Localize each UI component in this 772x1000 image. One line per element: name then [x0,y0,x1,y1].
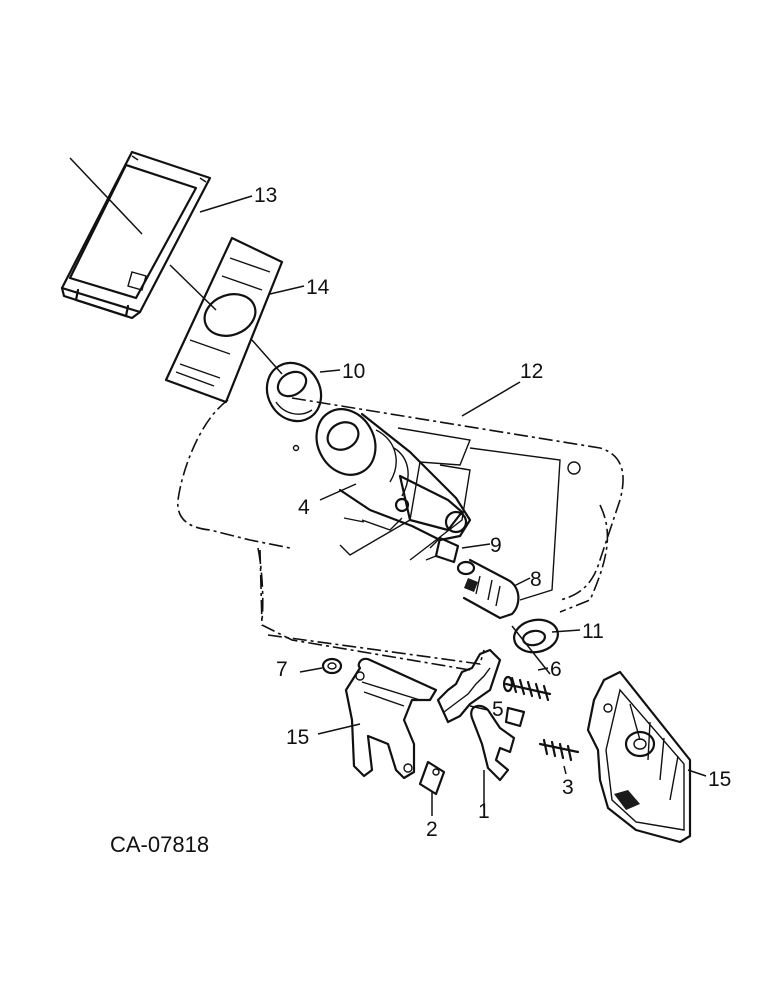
part-13-frame [60,150,212,320]
callout-05: 5 [492,698,504,721]
callout-01: 1 [478,800,490,823]
callout-11: 11 [582,620,604,643]
part-15-left-bracket [344,657,438,780]
callout-12: 12 [520,360,543,383]
part-11-washer [513,618,559,654]
part-04-valve-body [315,408,472,542]
callout-13: 13 [254,184,277,207]
callout-02: 2 [426,818,438,841]
part-10-seal [265,361,323,423]
part-07-nut [321,657,343,675]
part-05-rack [436,648,502,724]
part-08-spool [456,558,520,620]
callout-10: 10 [342,360,365,383]
callout-07: 7 [276,658,288,681]
part-02-pin [418,760,446,796]
callout-15-left: 15 [286,726,309,749]
callout-06: 6 [550,658,562,681]
callout-14: 14 [306,276,330,299]
part-09-plunger [425,536,460,564]
part-06-spring [502,675,552,702]
drawing-code: CA-07818 [110,832,209,857]
callout-03: 3 [562,776,574,799]
callout-labels: 13 14 10 12 4 9 8 11 6 7 5 15 3 15 1 2 [254,184,731,841]
leader-lines [69,157,707,816]
part-03-spring [538,738,580,762]
callout-09: 9 [490,534,502,557]
callout-08: 8 [530,568,542,591]
callout-15-right: 15 [708,768,731,791]
callout-04: 4 [298,496,310,519]
part-15-right-cover [586,670,692,844]
part-14-plate [164,236,284,404]
